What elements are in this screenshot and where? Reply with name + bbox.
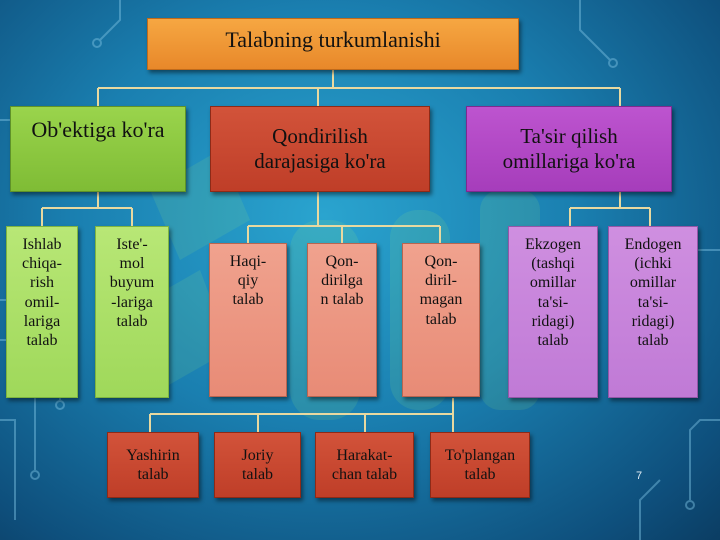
satisfaction-item-satisfied: Qon- dirilga n talab [307,243,377,397]
object-item-consumer-goods: Iste'- mol buyum -lariga talab [95,226,169,398]
category-satisfaction-box: Qondirilish darajasiga ko'ra [210,106,430,192]
unsatisfied-item-current: Joriy talab [214,432,301,498]
satisfaction-item-unsatisfied: Qon- diril- magan talab [402,243,480,397]
object-item-production-factors: Ishlab chiqa- rish omil- lariga talab [6,226,78,398]
page-number: 7 [636,470,643,482]
category-object-box: Ob'ektiga ko'ra [10,106,186,192]
unsatisfied-item-mobile: Harakat- chan talab [315,432,414,498]
category-influence-box: Ta'sir qilish omillariga ko'ra [466,106,672,192]
unsatisfied-item-accumulated: To'plangan talab [430,432,530,498]
satisfaction-item-real: Haqi- qiy talab [209,243,287,397]
unsatisfied-item-hidden: Yashirin talab [107,432,199,498]
influence-item-endogenous: Endogen (ichki omillar ta'si- ridagi) ta… [608,226,698,398]
root-title-box: Talabning turkumlanishi [147,18,519,70]
influence-item-exogenous: Ekzogen (tashqi omillar ta'si- ridagi) t… [508,226,598,398]
